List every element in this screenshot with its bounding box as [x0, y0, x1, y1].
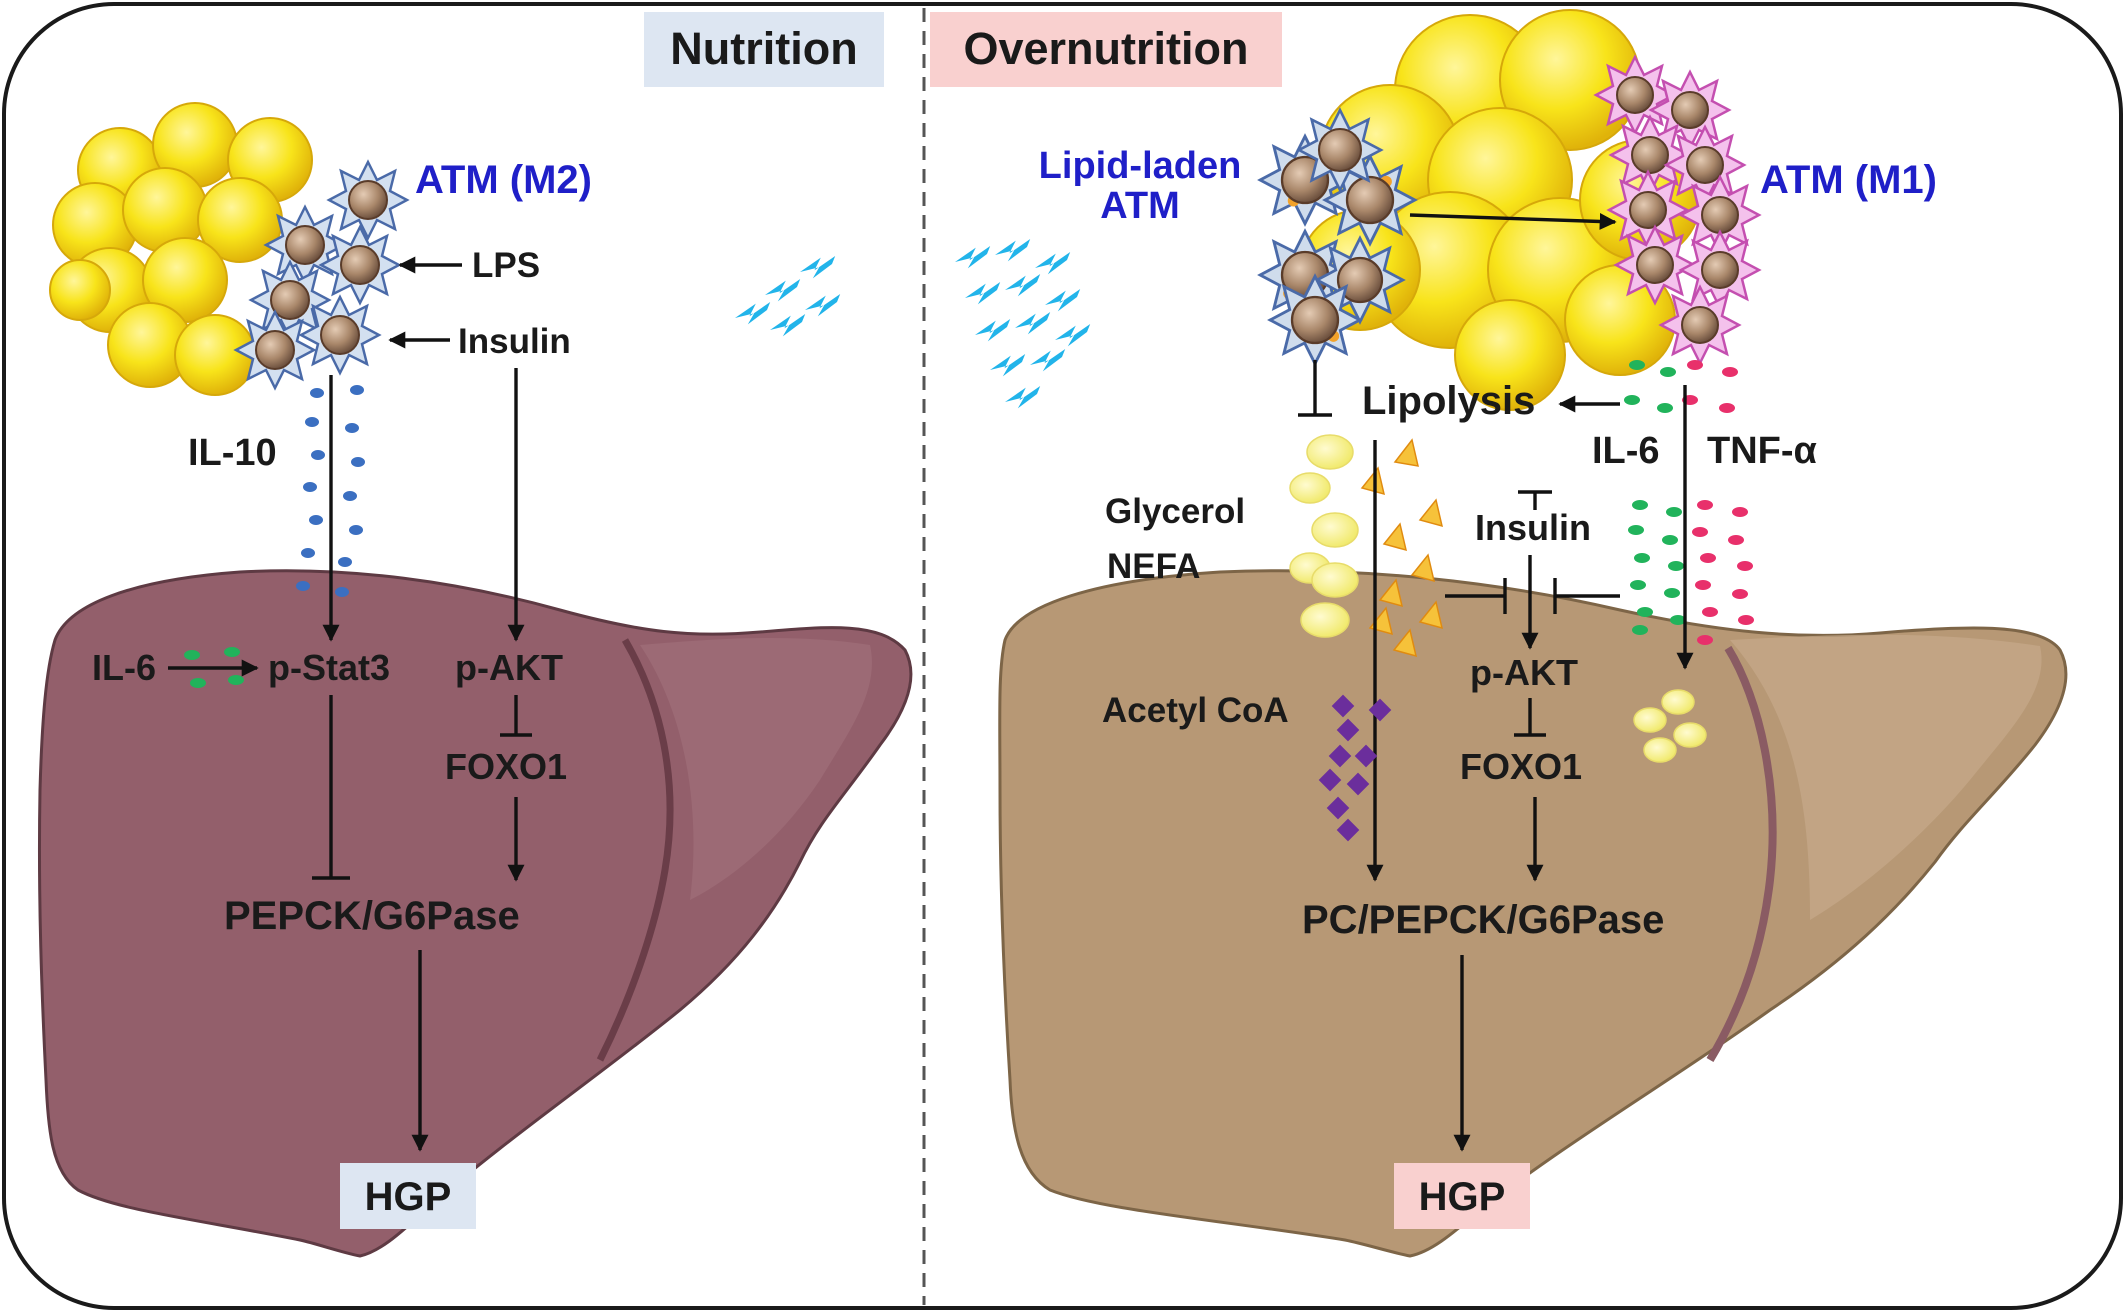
hgp-box-left [340, 1163, 476, 1229]
hepatic-lipid-droplets [1633, 689, 1707, 763]
macrophage-m2-icon [319, 225, 401, 305]
pakt-label-left: p-AKT [455, 647, 563, 688]
tnf-alpha-label: TNF-α [1707, 430, 1817, 472]
foxo1-label-right: FOXO1 [1460, 746, 1582, 787]
liver-left-fold [596, 638, 674, 1062]
macrophage-m2-icon [234, 310, 316, 390]
tnf-alpha-dots [1682, 360, 1754, 645]
macrophage-m1-icon [1649, 70, 1731, 150]
macrophage-m2-icon [249, 260, 331, 340]
liver-left-lobe-shade [640, 637, 872, 900]
macrophage-m1-icon [1609, 115, 1691, 195]
lipolysis-label: Lipolysis [1362, 379, 1535, 423]
macrophage-m2-icon [264, 205, 346, 285]
hgp-label-right: HGP [1419, 1175, 1506, 1219]
liver-right-fold [1706, 645, 1777, 1063]
enzymes-label-right: PC/PEPCK/G6Pase [1302, 898, 1664, 942]
nefa-label: NEFA [1107, 547, 1200, 586]
overnutrition-header-bg [930, 12, 1282, 87]
liver-right-lobe-shade [1730, 634, 2042, 920]
lipid-laden-macrophage-icon [1315, 236, 1405, 324]
il6-dots-right [1624, 360, 1686, 635]
macrophage-m1-icon [1679, 230, 1761, 310]
lipid-laden-atm-label-line2: ATM [1100, 185, 1180, 227]
nutrition-header: Nutrition [670, 23, 857, 74]
macrophage-m1-group [1594, 55, 1761, 365]
lps-label: LPS [472, 246, 540, 285]
enzymes-label-left: PEPCK/G6Pase [224, 894, 520, 938]
il6-label-right: IL-6 [1592, 430, 1660, 472]
macrophage-m1-icon [1614, 225, 1696, 305]
atm-m2-label: ATM (M2) [415, 158, 592, 202]
il10-label: IL-10 [188, 432, 277, 474]
atm-m1-label: ATM (M1) [1760, 158, 1937, 202]
acetyl-coa-diamonds [1318, 694, 1392, 842]
macrophage-m1-icon [1607, 170, 1689, 250]
macrophage-m1-icon [1664, 125, 1746, 205]
insulin-label-left: Insulin [458, 322, 571, 361]
macrophage-m2-group [234, 160, 409, 390]
il10-cytokine-dots [296, 385, 365, 597]
pstat3-label: p-Stat3 [268, 647, 390, 688]
lipid-laden-macrophage-icon [1323, 154, 1417, 246]
adipocyte-cluster-left [49, 102, 313, 396]
m2-to-m1-polarization-arrow [1409, 212, 1617, 230]
pakt-label-right: p-AKT [1470, 652, 1578, 693]
glycerol-label: Glycerol [1105, 492, 1245, 531]
macrophage-m2-icon [299, 295, 381, 375]
hgp-box-right [1394, 1163, 1530, 1229]
hgp-label-left: HGP [365, 1175, 452, 1219]
nefa-triangles [1360, 438, 1444, 658]
lipid-laden-macrophage-group [1258, 108, 1417, 366]
insulin-label-right: Insulin [1475, 507, 1591, 548]
macrophage-m1-icon [1594, 55, 1676, 135]
foxo1-label-left: FOXO1 [445, 746, 567, 787]
lipid-laden-macrophage-icon [1297, 108, 1383, 192]
lipid-laden-atm-label-line1: Lipid-laden [1039, 145, 1242, 187]
lipid-laden-macrophage-icon [1268, 274, 1362, 366]
macrophage-m1-icon [1659, 285, 1741, 365]
glycerol-droplets [1289, 434, 1359, 638]
nutrition-header-bg [644, 12, 884, 87]
overnutrition-header: Overnutrition [963, 23, 1248, 74]
macrophage-m2-icon [327, 160, 409, 240]
il6-label-left: IL-6 [92, 647, 156, 688]
acetyl-coa-label: Acetyl CoA [1102, 691, 1289, 730]
il6-dots-left [184, 647, 244, 688]
